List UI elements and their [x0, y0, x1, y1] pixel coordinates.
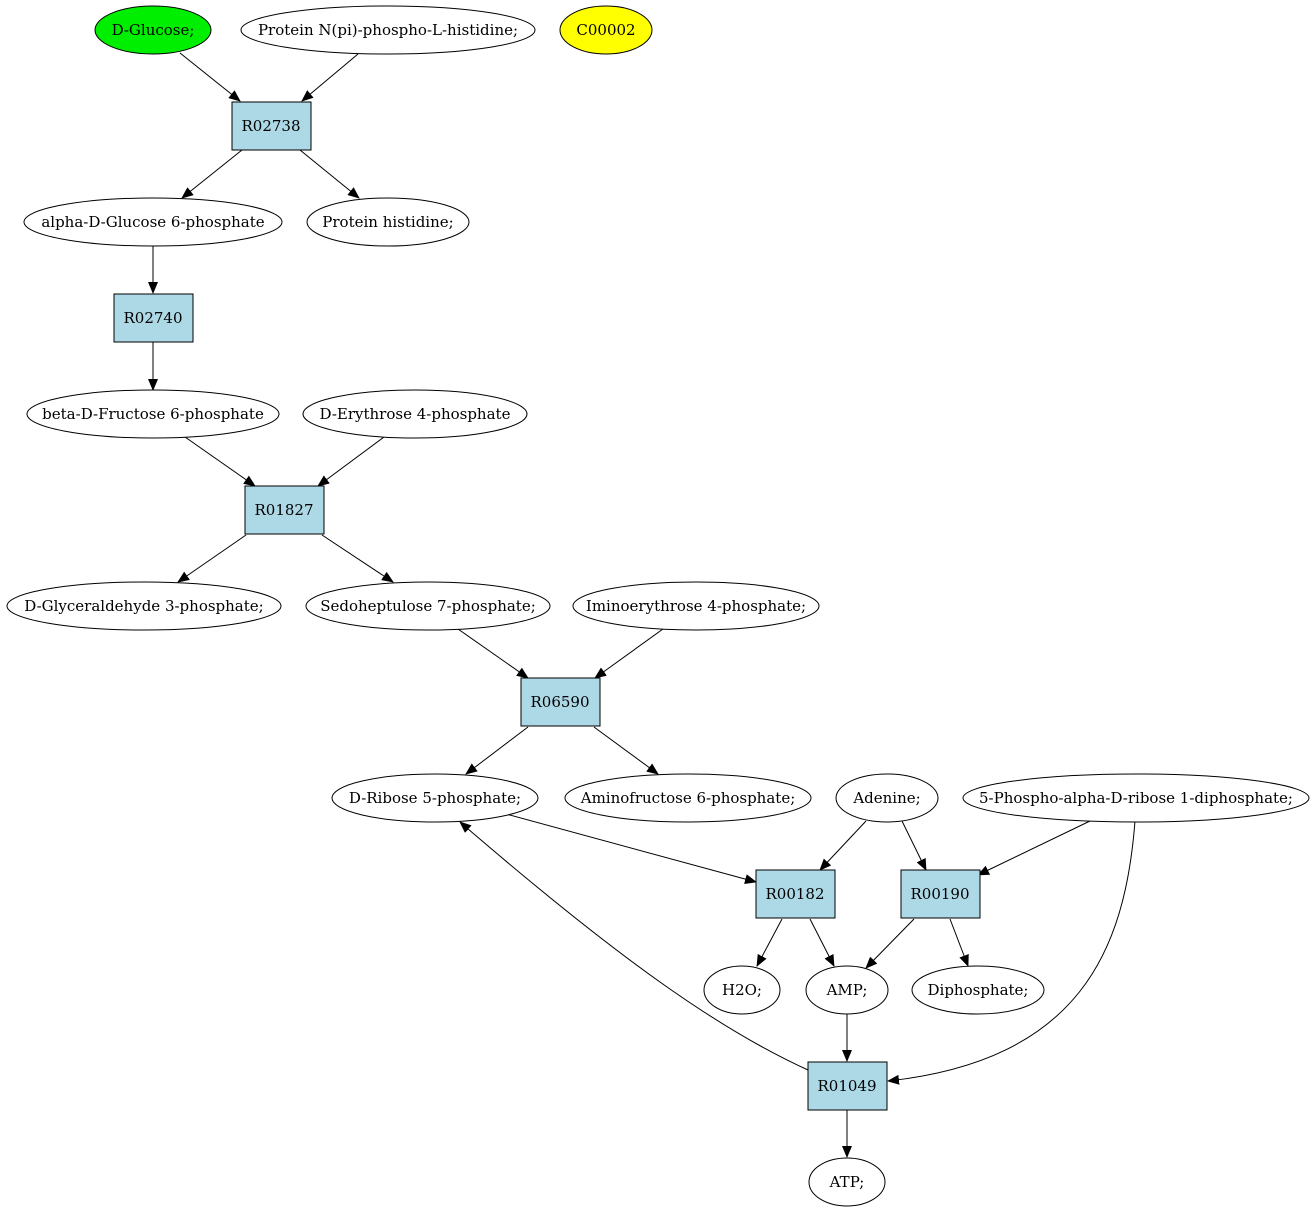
edge-fructose-6p-to-r01827	[184, 436, 256, 487]
reaction-r01049: R01049	[807, 1061, 888, 1111]
reaction-r02740: R02740	[113, 293, 194, 343]
node-atp: ATP;	[808, 1157, 886, 1207]
node-beta-d-fructose-6-phosphate: beta-D-Fructose 6-phosphate	[26, 389, 280, 439]
edge-r02738-to-glucose-6p	[181, 149, 243, 199]
reaction-label: R00190	[910, 885, 969, 903]
node-d-erythrose-4-phosphate: D-Erythrose 4-phosphate	[302, 389, 528, 439]
edge-r01827-to-glyceraldehyde-3p	[177, 534, 247, 583]
reaction-r06590: R06590	[520, 677, 601, 727]
reaction-r02738: R02738	[231, 101, 312, 151]
node-aminofructose-6-phosphate: Aminofructose 6-phosphate;	[564, 773, 812, 823]
node-d-ribose-5-phosphate: D-Ribose 5-phosphate;	[331, 773, 539, 823]
node-5-phospho-alpha-d-ribose-1-diphosphate: 5-Phospho-alpha-D-ribose 1-diphosphate;	[962, 773, 1310, 823]
edge-r06590-to-aminofructose-6p	[593, 726, 659, 775]
edge-sedoheptulose-7p-to-r06590	[457, 628, 529, 679]
node-label: Sedoheptulose 7-phosphate;	[320, 597, 536, 615]
reaction-r00190: R00190	[900, 869, 981, 919]
node-label: 5-Phospho-alpha-D-ribose 1-diphosphate;	[979, 789, 1293, 807]
node-label: alpha-D-Glucose 6-phosphate	[41, 213, 264, 231]
reaction-label: R00182	[765, 885, 824, 903]
edge-erythrose-4p-to-r01827	[317, 436, 385, 487]
node-d-glyceraldehyde-3-phosphate: D-Glyceraldehyde 3-phosphate;	[6, 581, 282, 631]
node-iminoerythrose-4-phosphate: Iminoerythrose 4-phosphate;	[572, 581, 820, 631]
node-label: ATP;	[829, 1173, 865, 1191]
node-label: D-Ribose 5-phosphate;	[349, 789, 521, 807]
edge-r01827-to-sedoheptulose-7p	[321, 534, 394, 583]
edge-r01049-to-ribose-5p	[459, 821, 809, 1071]
edge-r00190-to-diphosphate	[949, 918, 969, 967]
node-label: Protein N(pi)-phospho-L-histidine;	[258, 21, 518, 39]
node-protein-histidine: Protein histidine;	[306, 197, 470, 247]
node-label: D-Glyceraldehyde 3-phosphate;	[24, 597, 263, 615]
reaction-label: R02740	[123, 309, 182, 327]
node-adenine: Adenine;	[835, 773, 939, 823]
node-protein-phospho-histidine: Protein N(pi)-phospho-L-histidine;	[240, 5, 536, 55]
edge-glucose-to-r02738	[179, 52, 241, 102]
edge-protein-phospho-his-to-r02738	[301, 53, 359, 102]
edge-r02738-to-protein-his	[299, 149, 360, 199]
edge-iminoerythrose-4p-to-r06590	[594, 628, 664, 679]
edge-r00182-to-amp	[809, 918, 835, 967]
node-label: D-Erythrose 4-phosphate	[320, 405, 511, 423]
node-diphosphate: Diphosphate;	[911, 965, 1045, 1015]
edge-adenine-to-r00190	[901, 820, 927, 871]
node-h2o: H2O;	[703, 965, 781, 1015]
compound-nodes: D-Glucose; Protein N(pi)-phospho-L-histi…	[6, 5, 1310, 1207]
edge-ribose-5p-to-r00182	[505, 813, 757, 884]
node-c00002: C00002	[559, 5, 653, 55]
node-sedoheptulose-7-phosphate: Sedoheptulose 7-phosphate;	[305, 581, 551, 631]
node-label: D-Glucose;	[112, 21, 195, 39]
reaction-label: R01049	[817, 1077, 876, 1095]
reaction-nodes: R02738 R02740 R01827 R06590 R00182 R0019…	[113, 101, 981, 1111]
node-label: Adenine;	[852, 789, 920, 807]
node-label: Aminofructose 6-phosphate;	[580, 789, 796, 807]
node-label: Diphosphate;	[928, 981, 1029, 999]
edge-r00182-to-h2o	[756, 918, 783, 967]
node-label: AMP;	[826, 981, 868, 999]
reaction-r01827: R01827	[244, 485, 325, 535]
edges	[148, 52, 1136, 1158]
reaction-label: R02738	[241, 117, 300, 135]
node-label: C00002	[576, 21, 635, 39]
edge-r00190-to-amp	[865, 918, 915, 969]
node-label: Protein histidine;	[322, 213, 453, 231]
node-label: Iminoerythrose 4-phosphate;	[586, 597, 806, 615]
reaction-r00182: R00182	[755, 869, 836, 919]
node-label: beta-D-Fructose 6-phosphate	[42, 405, 264, 423]
node-amp: AMP;	[805, 965, 889, 1015]
node-label: H2O;	[722, 981, 762, 999]
edge-prpp-to-r00190	[977, 820, 1091, 876]
node-d-glucose: D-Glucose;	[94, 5, 212, 55]
reaction-label: R06590	[530, 693, 589, 711]
reaction-label: R01827	[254, 501, 313, 519]
node-alpha-d-glucose-6-phosphate: alpha-D-Glucose 6-phosphate	[23, 197, 283, 247]
edge-prpp-to-r01049	[887, 820, 1136, 1085]
edge-r06590-to-ribose-5p	[465, 726, 529, 775]
edge-adenine-to-r00182	[819, 820, 867, 871]
